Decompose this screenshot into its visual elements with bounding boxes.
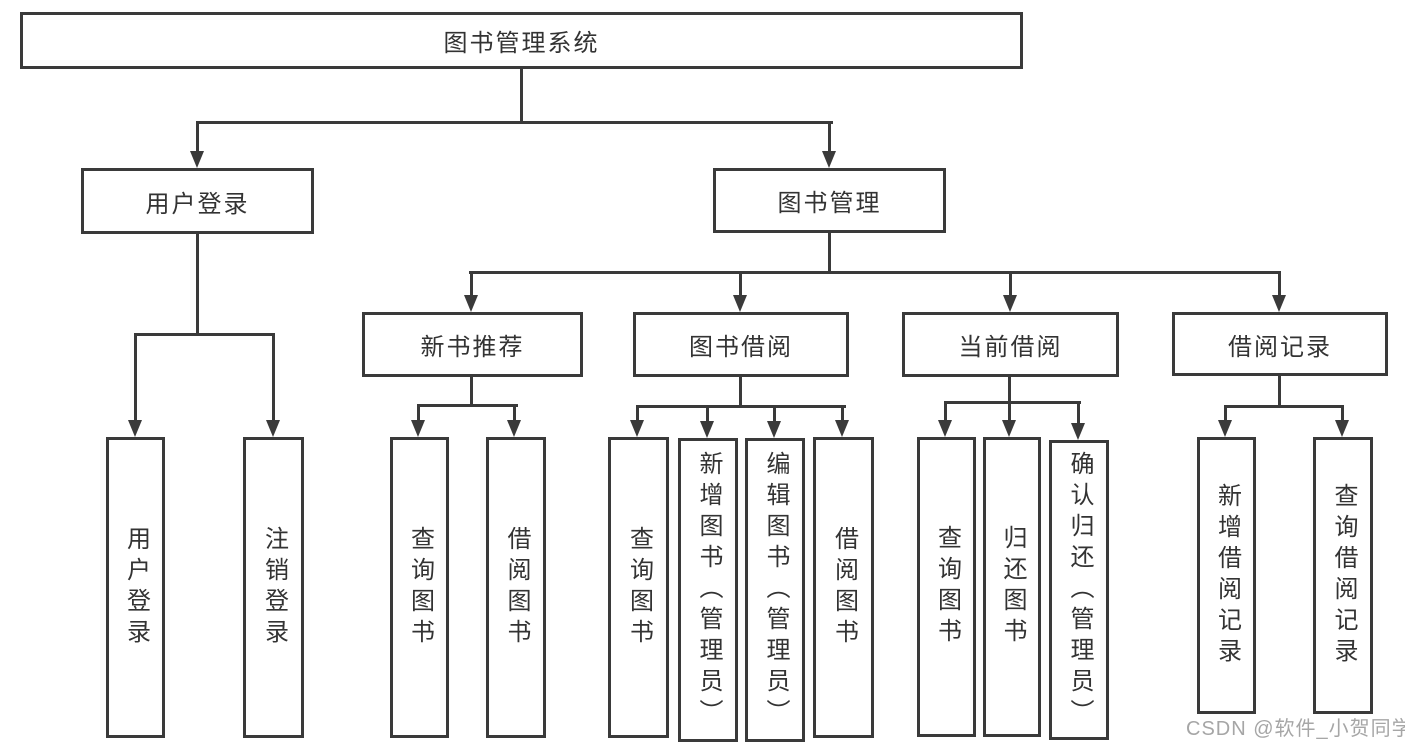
arrowhead-down <box>835 420 849 437</box>
arrowhead-down <box>128 420 142 437</box>
arrowhead-down <box>1071 423 1085 440</box>
connector-drop <box>134 335 137 421</box>
node-user-login: 用户登录 <box>81 168 314 234</box>
connector-current-stem <box>1008 376 1011 403</box>
connector-drop <box>1278 273 1281 296</box>
connector-drop <box>1008 403 1011 421</box>
connector-newrec-stem <box>470 376 473 406</box>
leaf-borrow-books: 借阅图书 <box>813 437 874 738</box>
arrowhead-down <box>630 420 644 437</box>
connector-borrowing-stem <box>739 376 742 407</box>
connector-drop <box>1224 407 1227 421</box>
leaf-borrow-books-recommend: 借阅图书 <box>486 437 546 738</box>
connector-drop <box>1009 273 1012 296</box>
arrowhead-down <box>1003 295 1017 312</box>
connector-userlogin-stem <box>196 233 199 335</box>
connector-drop <box>196 123 199 152</box>
connector-drop <box>828 123 831 152</box>
connector-drop <box>272 335 275 421</box>
node-new-book-recommend: 新书推荐 <box>362 312 583 377</box>
arrowhead-down <box>190 151 204 168</box>
node-book-borrowing: 图书借阅 <box>633 312 849 377</box>
connector-drop <box>706 407 709 422</box>
connector-level3-bus <box>469 271 1281 274</box>
connector-drop <box>417 406 420 421</box>
leaf-edit-books-admin: 编辑图书（管理员） <box>745 438 805 742</box>
connector-root-stem <box>520 69 523 123</box>
csdn-watermark: CSDN @软件_小贺同学 <box>1186 718 1405 740</box>
leaf-return-books: 归还图书 <box>983 437 1041 737</box>
leaf-query-books-recommend: 查询图书 <box>390 437 449 738</box>
connector-level2-bus <box>196 121 833 124</box>
node-borrow-records: 借阅记录 <box>1172 312 1388 376</box>
arrowhead-down <box>266 420 280 437</box>
connector-drop <box>636 407 639 421</box>
connector-drop <box>1341 407 1344 421</box>
leaf-add-borrow-record: 新增借阅记录 <box>1197 437 1256 714</box>
connector-bookmgmt-stem <box>828 232 831 273</box>
connector-drop <box>841 407 844 421</box>
arrowhead-down <box>464 295 478 312</box>
connector-drop <box>739 273 742 296</box>
arrowhead-down <box>411 420 425 437</box>
arrowhead-down <box>507 420 521 437</box>
connector-borrowing-bus <box>636 405 846 408</box>
leaf-user-login: 用户登录 <box>106 437 165 738</box>
arrowhead-down <box>1272 295 1286 312</box>
connector-newrec-bus <box>417 404 518 407</box>
arrowhead-down <box>1002 420 1016 437</box>
node-library-management-system: 图书管理系统 <box>20 12 1023 69</box>
arrowhead-down <box>822 151 836 168</box>
leaf-add-books-admin: 新增图书（管理员） <box>678 438 738 742</box>
connector-drop <box>470 273 473 296</box>
connector-drop <box>1077 403 1080 424</box>
connector-drop <box>944 403 947 421</box>
arrowhead-down <box>1218 420 1232 437</box>
node-book-management: 图书管理 <box>713 168 946 233</box>
connector-records-bus <box>1224 405 1344 408</box>
node-current-borrowing: 当前借阅 <box>902 312 1119 377</box>
arrowhead-down <box>700 421 714 438</box>
connector-userlogin-bus <box>134 333 275 336</box>
arrowhead-down <box>1335 420 1349 437</box>
connector-current-bus <box>944 401 1081 404</box>
arrowhead-down <box>938 420 952 437</box>
leaf-logout: 注销登录 <box>243 437 304 738</box>
leaf-query-borrow-record: 查询借阅记录 <box>1313 437 1373 714</box>
leaf-confirm-return-admin: 确认归还（管理员） <box>1049 440 1109 740</box>
arrowhead-down <box>733 295 747 312</box>
connector-drop <box>773 407 776 422</box>
connector-drop <box>513 406 516 421</box>
connector-records-stem <box>1278 375 1281 407</box>
leaf-query-books-borrowing: 查询图书 <box>608 437 669 738</box>
arrowhead-down <box>767 421 781 438</box>
leaf-query-books-current: 查询图书 <box>917 437 976 737</box>
